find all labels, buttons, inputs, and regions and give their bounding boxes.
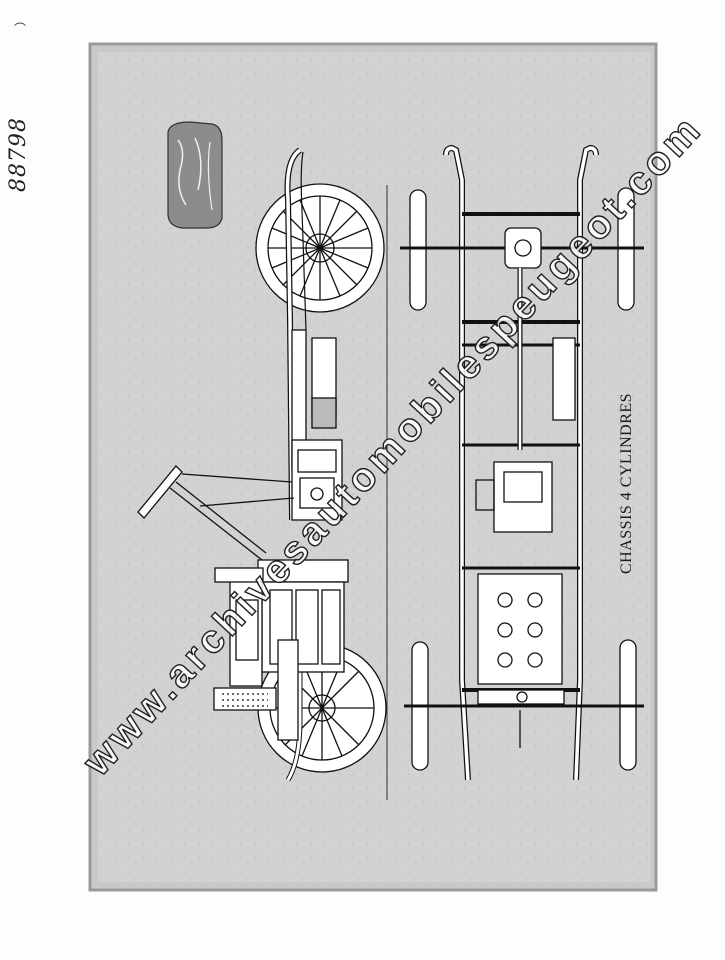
plan-view [400,144,644,781]
peugeot-logo [167,121,223,229]
plate-caption: CHASSIS 4 CYLINDRES [618,392,635,574]
handwritten-reference-number: 88798 [6,117,31,192]
side-wheel-rear [255,183,385,313]
corner-mark: ⌒ [14,22,27,36]
side-view [137,147,387,782]
